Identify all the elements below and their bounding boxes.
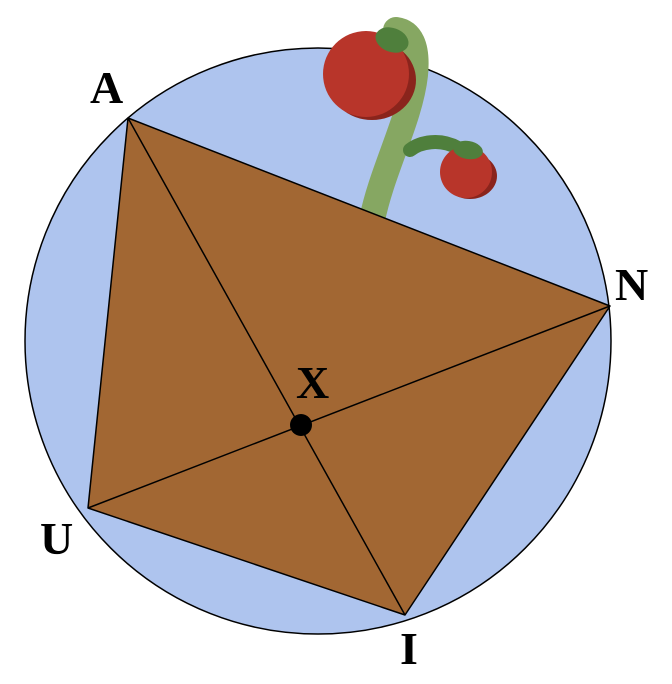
diagonal-ai: [127, 117, 406, 616]
tomato-large: [323, 31, 409, 117]
tomato-plant: [323, 17, 497, 233]
point-x: [290, 414, 312, 436]
plant-branch: [403, 135, 465, 157]
tomato-large-leaf: [375, 27, 409, 53]
tomato-small: [440, 146, 492, 198]
label-a: A: [90, 62, 123, 113]
label-n: N: [615, 259, 648, 310]
label-u: U: [40, 513, 73, 564]
diagonal-nu: [87, 305, 611, 509]
tomato-small-leaf: [453, 140, 483, 160]
label-x: X: [296, 357, 329, 408]
label-i: I: [400, 623, 418, 674]
